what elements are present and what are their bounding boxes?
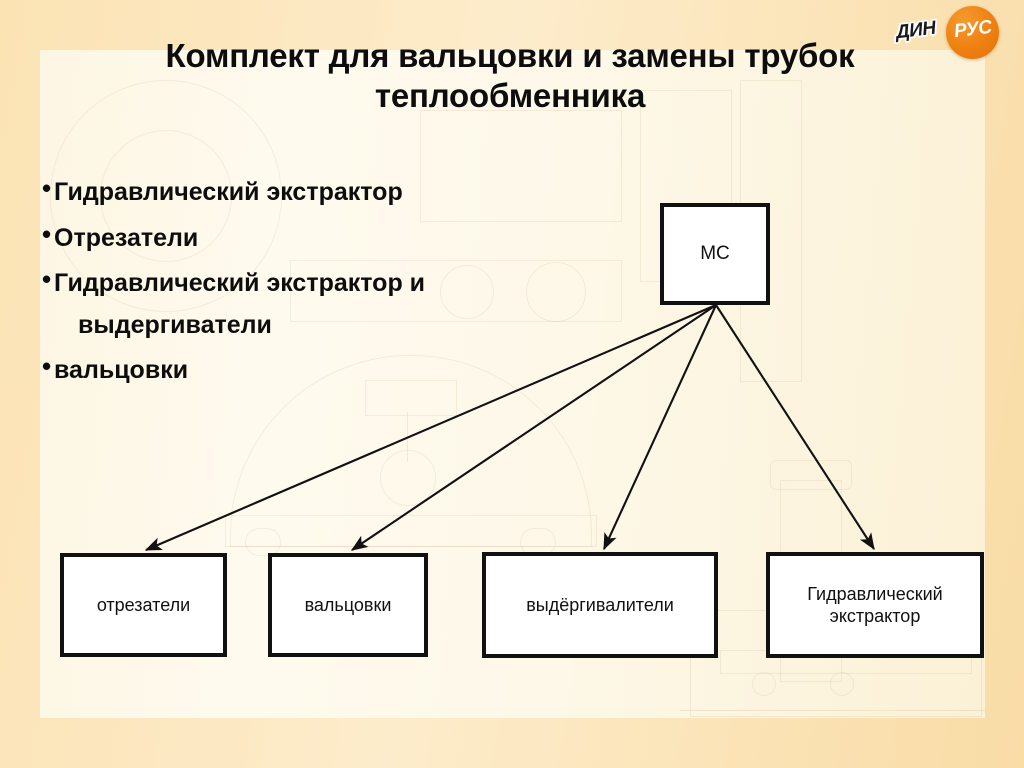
edge-root-to-gidravlicheskiy xyxy=(715,304,875,551)
company-logo: ДИН РУС xyxy=(894,4,1012,62)
list-item: • Гидравлический экстрактор xyxy=(42,175,562,210)
list-item-label: Гидравлический экстрактор xyxy=(54,178,403,206)
edge-root-to-otrezateli xyxy=(144,304,717,551)
diagram-node-root-label: МС xyxy=(700,243,730,265)
diagram-node-gidravlicheskiy-ekstraktor[interactable]: Гидравлический экстрактор xyxy=(766,552,984,658)
page-title: Комплект для вальцовки и замены трубок т… xyxy=(165,37,855,115)
diagram-node-label: Гидравлический экстрактор xyxy=(807,583,943,627)
edge-root-to-vydergivaliteli xyxy=(603,304,717,551)
diagram-node-label: отрезатели xyxy=(96,594,191,615)
edge-root-to-valtsovki xyxy=(350,304,717,551)
list-item-label: Гидравлический экстрактор и xyxy=(54,269,426,297)
diagram-node-otrezateli[interactable]: отрезатели xyxy=(60,553,227,657)
bullet-marker-icon: • xyxy=(42,218,52,249)
list-item: • Отрезатели xyxy=(42,221,562,256)
diagram-node-label: вальцовки xyxy=(304,594,392,615)
diagram-node-valtsovki[interactable]: вальцовки xyxy=(268,553,428,657)
diagram-node-vydergivaliteli[interactable]: выдёргивалители xyxy=(482,552,718,658)
list-item-label: Отрезатели xyxy=(54,223,199,252)
diagram-node-root[interactable]: МС xyxy=(660,203,770,305)
diagram-node-label: выдёргивалители xyxy=(526,594,674,615)
list-item: • Гидравлический экстрактор и xyxy=(42,266,562,301)
logo-circle xyxy=(946,6,999,59)
bullet-marker-icon: • xyxy=(42,264,52,294)
bullet-marker-icon: • xyxy=(42,173,52,203)
bullet-marker-icon: • xyxy=(42,351,52,381)
